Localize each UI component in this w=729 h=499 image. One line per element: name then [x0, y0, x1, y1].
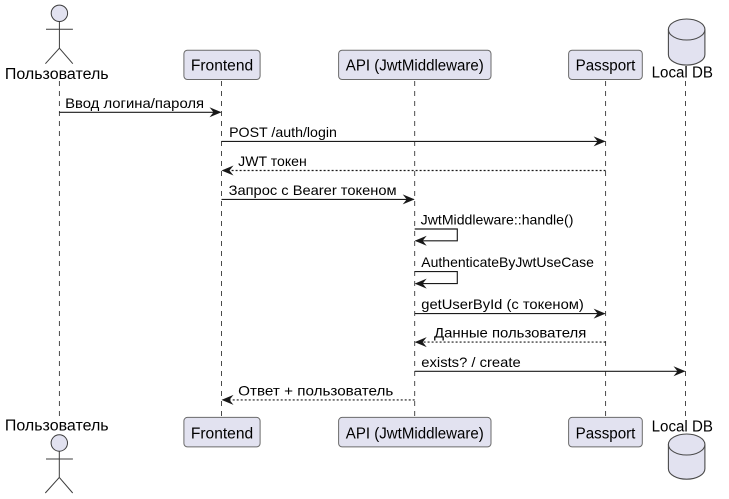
- svg-text:Запрос с Bearer токеном: Запрос с Bearer токеном: [229, 182, 397, 198]
- svg-text:JwtMiddleware::handle(): JwtMiddleware::handle(): [421, 211, 574, 227]
- svg-text:POST /auth/login: POST /auth/login: [229, 124, 337, 140]
- svg-text:Данные пользователя: Данные пользователя: [434, 325, 586, 341]
- svg-text:Ответ + пользователь: Ответ + пользователь: [238, 383, 393, 399]
- svg-text:Пользователь: Пользователь: [5, 66, 109, 83]
- svg-text:Frontend: Frontend: [191, 58, 253, 75]
- svg-text:exists? / create: exists? / create: [421, 354, 521, 370]
- svg-text:getUserById (с токеном): getUserById (с токеном): [421, 296, 584, 312]
- svg-text:Passport: Passport: [576, 425, 637, 442]
- svg-text:Local DB: Local DB: [652, 419, 713, 436]
- svg-text:Local DB: Local DB: [652, 65, 713, 82]
- svg-text:API (JwtMiddleware): API (JwtMiddleware): [346, 58, 484, 75]
- svg-text:Passport: Passport: [576, 58, 637, 75]
- svg-text:Пользователь: Пользователь: [5, 417, 109, 434]
- svg-text:API (JwtMiddleware): API (JwtMiddleware): [346, 425, 484, 442]
- svg-text:AuthenticateByJwtUseCase: AuthenticateByJwtUseCase: [421, 254, 594, 270]
- svg-text:Ввод логина/пароля: Ввод логина/пароля: [65, 95, 204, 111]
- svg-text:Frontend: Frontend: [191, 425, 253, 442]
- svg-text:JWT токен: JWT токен: [238, 153, 307, 169]
